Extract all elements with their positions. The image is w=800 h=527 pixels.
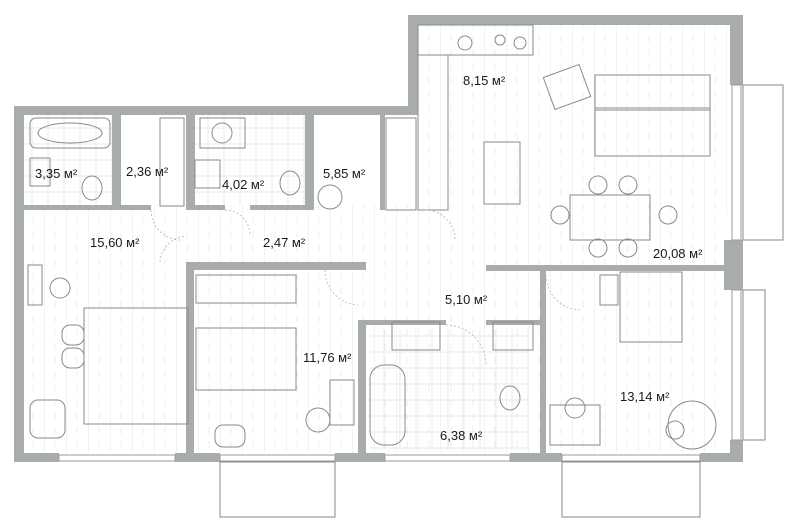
area-label-wardrobe-1: 2,36 м² [126,164,169,179]
walls [14,15,743,462]
doors [150,209,581,366]
windows [58,84,742,462]
area-label-bedroom-2: 11,76 м² [303,350,352,365]
furniture [27,24,717,450]
area-label-living: 20,08 м² [653,246,703,261]
room-labels: 3,35 м² 2,36 м² 4,02 м² 5,85 м² 8,15 м² … [35,73,703,443]
area-label-bedroom-3: 13,14 м² [620,389,670,404]
area-label-kitchen: 8,15 м² [463,73,506,88]
area-label-bath-3: 6,38 м² [440,428,483,443]
area-label-bath-2: 4,02 м² [222,177,265,192]
balconies [219,84,784,518]
area-label-bath-1: 3,35 м² [35,166,78,181]
area-label-hall: 2,47 м² [263,235,306,250]
area-label-corridor: 5,10 м² [445,292,488,307]
area-label-bedroom-master: 15,60 м² [90,235,140,250]
area-label-laundry: 5,85 м² [323,166,366,181]
